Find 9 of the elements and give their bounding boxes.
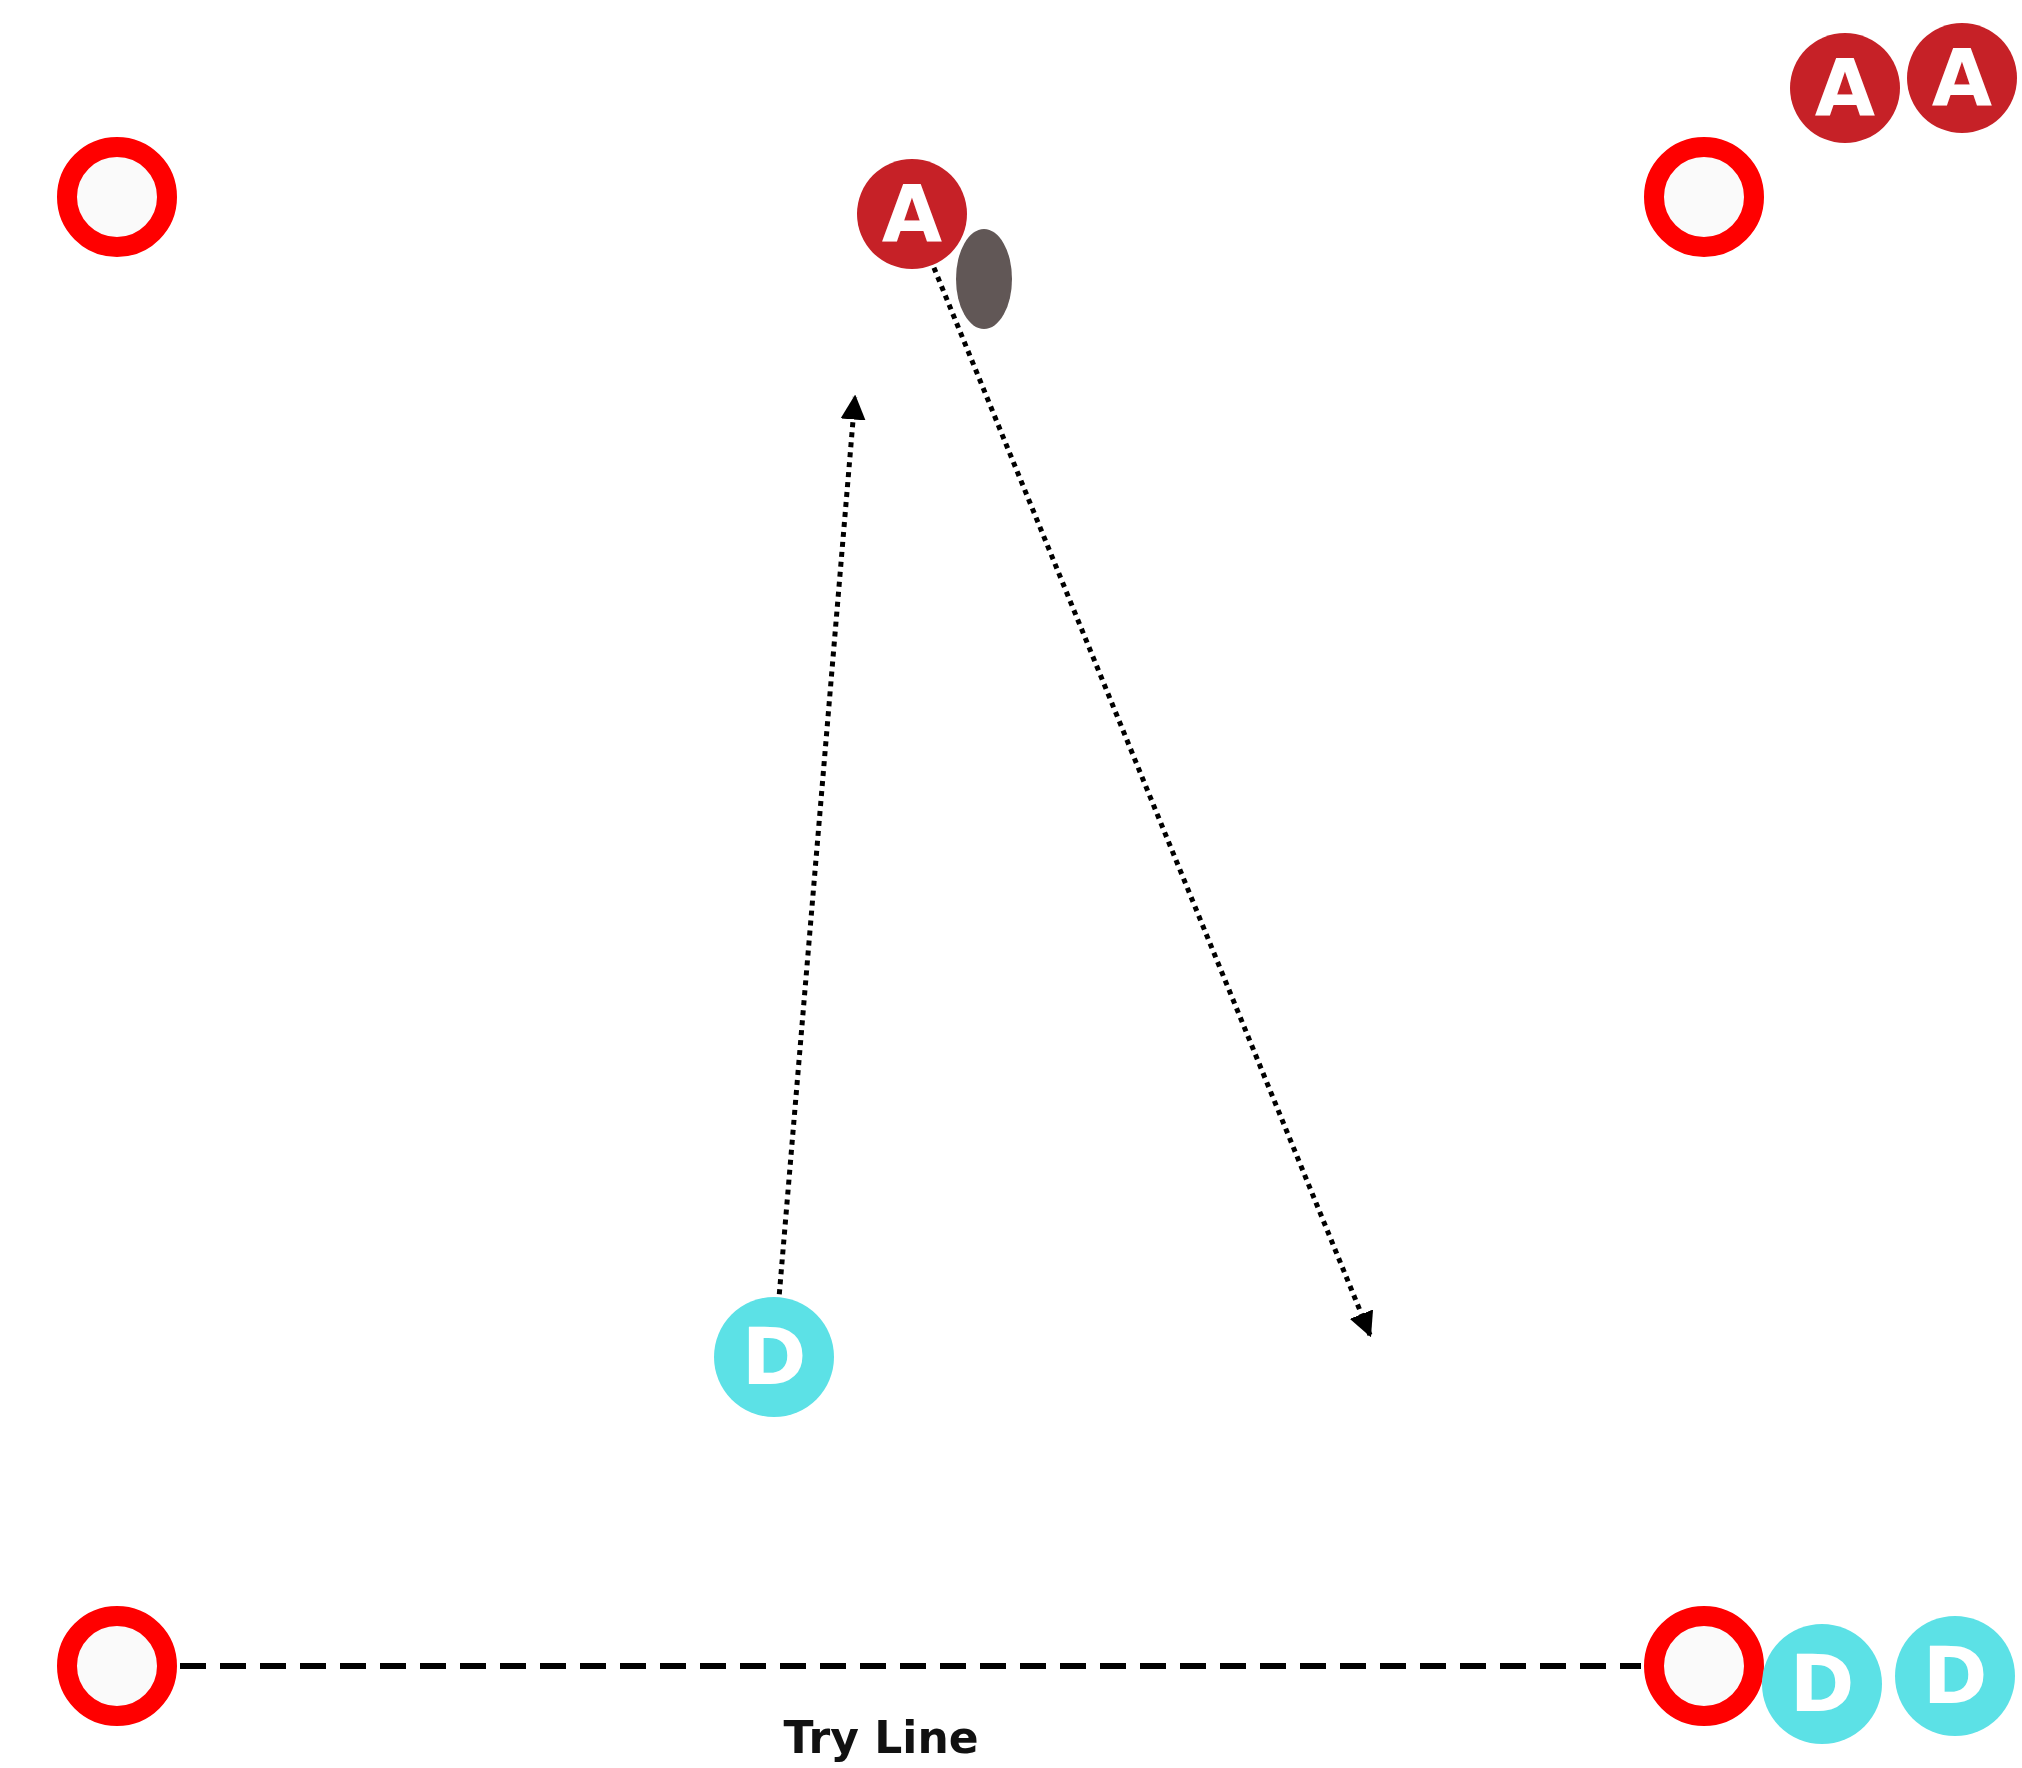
player-letter: D (1922, 1637, 1988, 1715)
dotted-arrow (931, 266, 1374, 1338)
player-letter: D (741, 1318, 807, 1396)
player-letter: A (1814, 49, 1876, 127)
dashed-line (180, 1663, 1641, 1669)
player-letter: A (881, 175, 943, 253)
player-letter: A (1931, 39, 1993, 117)
player-letter: D (1789, 1645, 1855, 1723)
dotted-arrow (776, 394, 866, 1295)
